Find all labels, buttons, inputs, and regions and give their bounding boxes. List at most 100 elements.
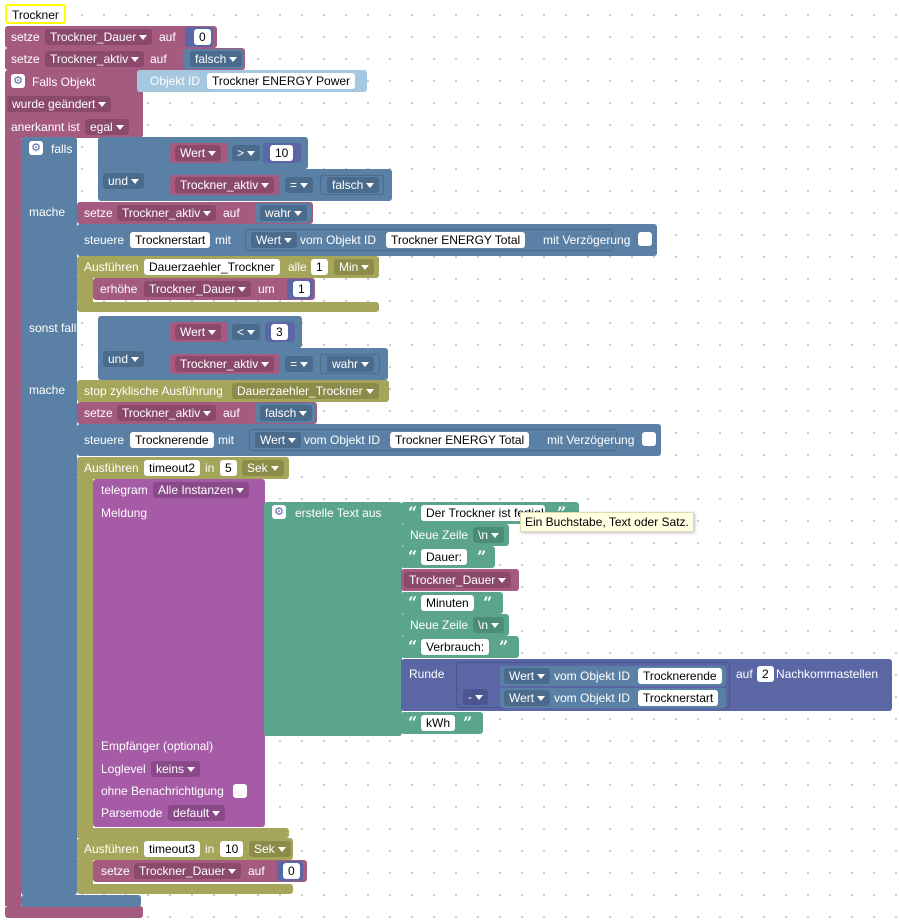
set-block[interactable]: setze Trockner_aktiv auf falsch bbox=[5, 48, 245, 70]
wert-dropdown[interactable]: Wert bbox=[175, 324, 222, 340]
boolean-block[interactable]: falsch bbox=[320, 175, 384, 195]
ack-dropdown[interactable]: egal bbox=[85, 119, 129, 135]
object-id-field[interactable]: Trocknerende bbox=[638, 668, 722, 684]
get-value-block[interactable]: Wert vom Objekt ID Trockner ENERGY Total bbox=[249, 429, 617, 451]
number-block[interactable]: 1 bbox=[287, 279, 313, 299]
increment-block[interactable]: erhöhe Trockner_Dauer um 1 bbox=[93, 278, 315, 300]
digits-field[interactable]: 2 bbox=[757, 666, 774, 682]
number-field[interactable]: 0 bbox=[283, 863, 300, 879]
variable-block[interactable]: Trockner_Dauer bbox=[401, 569, 519, 591]
boolean-dropdown[interactable]: falsch bbox=[190, 51, 243, 67]
change-dropdown[interactable]: wurde geändert bbox=[7, 96, 112, 112]
wert-block[interactable]: Wert bbox=[170, 143, 228, 163]
operator-dropdown[interactable]: = bbox=[285, 356, 314, 372]
compare-block[interactable]: Trockner_aktiv = falsch bbox=[160, 169, 392, 201]
operator-dropdown[interactable]: = bbox=[285, 177, 314, 193]
variable-dropdown[interactable]: Trockner_aktiv bbox=[175, 356, 275, 372]
delay-checkbox[interactable] bbox=[638, 232, 652, 246]
text-block[interactable]: “ Verbrauch: ” bbox=[401, 636, 519, 658]
delay-checkbox[interactable] bbox=[642, 432, 656, 446]
timeout-number-field[interactable]: 5 bbox=[220, 460, 237, 476]
get-value-block[interactable]: Wert vom Objekt ID Trocknerstart bbox=[500, 688, 726, 708]
get-value-block[interactable]: Wert vom Objekt ID Trockner ENERGY Total bbox=[245, 229, 613, 251]
parsemode-dropdown[interactable]: default bbox=[168, 805, 226, 821]
timeout-block[interactable]: Ausführen timeout2 in 5 Sek bbox=[77, 457, 289, 479]
wert-dropdown[interactable]: Wert bbox=[504, 690, 551, 706]
variable-dropdown[interactable]: Trockner_aktiv bbox=[117, 205, 217, 221]
boolean-dropdown[interactable]: falsch bbox=[327, 177, 380, 193]
gear-icon[interactable]: ⚙ bbox=[272, 505, 286, 519]
timeout-number-field[interactable]: 10 bbox=[220, 841, 244, 857]
newline-dropdown[interactable]: \n bbox=[473, 527, 505, 543]
timeout-name-field[interactable]: timeout2 bbox=[144, 460, 201, 476]
text-field[interactable]: Dauer: bbox=[421, 549, 468, 565]
if-block[interactable] bbox=[21, 137, 77, 895]
boolean-block[interactable]: falsch bbox=[255, 403, 315, 423]
boolean-dropdown[interactable]: wahr bbox=[327, 356, 375, 372]
text-field[interactable]: Verbrauch: bbox=[421, 639, 490, 655]
gear-icon[interactable]: ⚙ bbox=[11, 74, 25, 88]
interval-number-field[interactable]: 1 bbox=[311, 259, 328, 275]
compare-block[interactable]: Wert > 10 bbox=[160, 137, 308, 169]
boolean-block[interactable]: wahr bbox=[255, 203, 311, 223]
interval-name-field[interactable]: Dauerzaehler_Trockner bbox=[144, 259, 280, 275]
get-value-block[interactable]: Wert vom Objekt ID Trocknerende bbox=[500, 666, 726, 686]
set-block[interactable]: setze Trockner_Dauer auf 0 bbox=[5, 26, 217, 48]
boolean-dropdown[interactable]: wahr bbox=[260, 205, 308, 221]
control-block[interactable]: steuere Trocknerstart mit Wert vom Objek… bbox=[77, 224, 657, 256]
silent-checkbox[interactable] bbox=[233, 784, 247, 798]
variable-dropdown[interactable]: Trockner_Dauer bbox=[45, 29, 153, 45]
newline-block[interactable]: Neue Zeile \n bbox=[401, 614, 509, 636]
operator-dropdown[interactable]: - bbox=[463, 689, 488, 705]
compare-block[interactable]: Trockner_aktiv = wahr bbox=[160, 348, 388, 380]
object-id-field[interactable]: Trockner ENERGY Total bbox=[390, 432, 530, 448]
workspace-title[interactable]: Trockner bbox=[5, 4, 66, 24]
gear-icon[interactable]: ⚙ bbox=[29, 141, 43, 155]
control-block[interactable]: steuere Trocknerende mit Wert vom Objekt… bbox=[77, 424, 661, 456]
boolean-dropdown[interactable]: falsch bbox=[260, 405, 313, 421]
compare-block[interactable]: Wert < 3 bbox=[160, 316, 302, 348]
number-field[interactable]: 10 bbox=[270, 145, 294, 161]
wert-dropdown[interactable]: Wert bbox=[504, 668, 551, 684]
variable-dropdown[interactable]: Trockner_Dauer bbox=[134, 863, 242, 879]
loglevel-dropdown[interactable]: keins bbox=[151, 761, 201, 777]
wert-dropdown[interactable]: Wert bbox=[175, 145, 222, 161]
object-id-field[interactable]: Trocknerstart bbox=[130, 232, 211, 248]
object-id-field[interactable]: Trocknerstart bbox=[638, 690, 719, 706]
number-field[interactable]: 3 bbox=[271, 324, 288, 340]
variable-dropdown[interactable]: Trockner_Dauer bbox=[404, 572, 512, 588]
telegram-block[interactable]: telegram Alle Instanzen Meldung Empfänge… bbox=[93, 479, 265, 827]
instance-dropdown[interactable]: Alle Instanzen bbox=[153, 482, 250, 498]
stop-interval-block[interactable]: stop zyklische Ausführung Dauerzaehler_T… bbox=[77, 380, 389, 402]
unit-dropdown[interactable]: Sek bbox=[242, 460, 284, 476]
object-id-field[interactable]: Trocknerende bbox=[130, 432, 214, 448]
boolean-block[interactable]: wahr bbox=[320, 354, 380, 374]
set-block[interactable]: setze Trockner_aktiv auf falsch bbox=[77, 402, 317, 424]
text-field[interactable]: kWh bbox=[421, 715, 455, 731]
newline-block[interactable]: Neue Zeile \n bbox=[401, 524, 509, 546]
number-field[interactable]: 0 bbox=[194, 29, 211, 45]
variable-dropdown[interactable]: Trockner_Dauer bbox=[144, 281, 252, 297]
number-block[interactable]: 3 bbox=[265, 322, 295, 342]
newline-dropdown[interactable]: \n bbox=[473, 617, 505, 633]
and-block[interactable] bbox=[98, 316, 164, 380]
text-join-block[interactable]: ⚙ erstelle Text aus bbox=[264, 502, 402, 736]
variable-dropdown[interactable]: Trockner_aktiv bbox=[117, 405, 217, 421]
text-field[interactable]: Minuten bbox=[421, 595, 474, 611]
and-block[interactable] bbox=[98, 137, 164, 201]
wert-dropdown[interactable]: Wert bbox=[251, 232, 298, 248]
boolean-block[interactable]: falsch bbox=[183, 49, 243, 69]
wert-dropdown[interactable]: Wert bbox=[255, 432, 302, 448]
unit-dropdown[interactable]: Min bbox=[334, 259, 375, 275]
round-block[interactable]: Runde Wert vom Objekt ID Trocknerende - … bbox=[401, 659, 892, 711]
set-block[interactable]: setze Trockner_aktiv auf wahr bbox=[77, 202, 313, 224]
object-id-field[interactable]: Trockner ENERGY Power bbox=[207, 73, 356, 89]
variable-block[interactable]: Trockner_aktiv bbox=[170, 175, 280, 195]
text-block[interactable]: “ Minuten ” bbox=[401, 592, 503, 614]
object-id-field[interactable]: Trockner ENERGY Total bbox=[386, 232, 526, 248]
unit-dropdown[interactable]: Sek bbox=[249, 841, 291, 857]
number-block[interactable]: 0 bbox=[277, 861, 303, 881]
minus-block[interactable]: Wert vom Objekt ID Trocknerende - Wert v… bbox=[456, 662, 730, 708]
number-field[interactable]: 1 bbox=[293, 281, 310, 297]
operator-dropdown[interactable]: > bbox=[232, 145, 261, 161]
